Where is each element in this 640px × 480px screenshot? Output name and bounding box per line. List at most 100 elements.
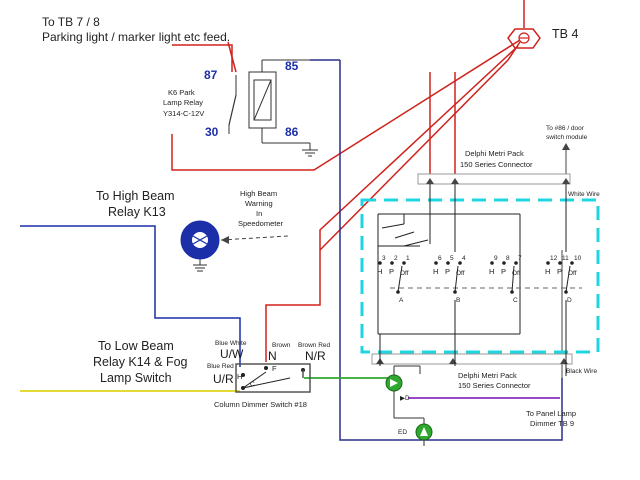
wire-color-blue-red: Blue Red: [207, 363, 234, 370]
connector-bottom: [371, 353, 573, 365]
black-wire-label: Black Wire: [566, 368, 597, 375]
relay-pin-86: 86: [285, 125, 299, 139]
switch-module-box: [360, 198, 600, 354]
switch-lever: [565, 265, 571, 293]
delphi-bot-1: Delphi Metri Pack: [458, 371, 517, 380]
hb-warning-2: Warning: [245, 199, 273, 208]
tb4-label: TB 4: [552, 27, 578, 41]
relay-name-3: Y314-C-12V: [163, 109, 204, 118]
switch-pos-p: P: [389, 267, 394, 276]
connector-top: [417, 173, 571, 185]
switch-internal-wiring: [377, 184, 582, 376]
wire-color-blue-white: Blue White: [215, 340, 247, 347]
switch-lever: [454, 265, 459, 293]
hb-warning-4: Speedometer: [238, 219, 284, 228]
switch-pin-dot: [378, 261, 382, 265]
relay-pin-30: 30: [205, 125, 219, 139]
switch-lever: [511, 265, 515, 293]
switch-pos-p: P: [501, 267, 506, 276]
high-beam-warning-lamp: [180, 220, 289, 272]
switch-common-dot: [453, 290, 457, 294]
switch-common-dot: [564, 290, 568, 294]
lamp-symbol-2: ED: [398, 429, 407, 436]
high-beam-label-1: To High Beam: [96, 189, 175, 203]
switch-pin-dot: [434, 261, 438, 265]
delphi-bot-2: 150 Series Connector: [458, 381, 531, 390]
switch-letter: A: [399, 297, 404, 304]
switch-pin-number: 9: [494, 255, 498, 262]
switch-pin-dot: [390, 261, 394, 265]
switch-pin-number: 6: [438, 255, 442, 262]
low-beam-label-1: To Low Beam: [98, 339, 174, 353]
panel-lamp-1: To Panel Lamp: [526, 409, 576, 418]
tb78-label-line1: To TB 7 / 8: [42, 15, 100, 29]
switch-pos-p: P: [445, 267, 450, 276]
switch-pin-number: 10: [574, 255, 582, 262]
switch-letter: D: [567, 297, 572, 304]
switch-pin-dot: [402, 261, 406, 265]
switch-pin-number: 7: [518, 255, 522, 262]
switch-pin-dot: [570, 261, 574, 265]
red-wires: [171, 39, 521, 362]
delphi-top-1: Delphi Metri Pack: [465, 149, 524, 158]
switch-pos-off: Off: [456, 270, 465, 277]
switch-pin-number: 4: [462, 255, 466, 262]
tb4-terminal: [507, 0, 541, 49]
park-lamp-relay: [227, 41, 340, 157]
dimmer-h: H: [237, 372, 242, 381]
white-wire-label: White Wire: [568, 191, 600, 198]
dimmer-switch-label: Column Dimmer Switch #18: [214, 400, 307, 409]
lamp-symbol-1: ▶D: [400, 395, 410, 402]
wire-color-brown-red: Brown Red: [298, 342, 331, 349]
switch-pin-number: 3: [382, 255, 386, 262]
switch-pos-h: H: [377, 267, 382, 276]
switch-common-dot: [510, 290, 514, 294]
switch-pin-dot: [514, 261, 518, 265]
switch-pos-h: H: [489, 267, 494, 276]
green-indicator-lamps: ▶D ED: [385, 365, 433, 446]
switch-pos-p: P: [557, 267, 562, 276]
switch-pin-dot: [546, 261, 550, 265]
dimmer-pin-ur: U/R: [213, 372, 234, 386]
dimmer-pin-uw: U/W: [220, 347, 244, 361]
hb-warning-3: In: [256, 209, 262, 218]
switch-pin-dot: [446, 261, 450, 265]
relay-pin-87: 87: [204, 68, 218, 82]
switch-pin-number: 5: [450, 255, 454, 262]
low-beam-label-2: Relay K14 & Fog: [93, 355, 188, 369]
switch-letter: C: [513, 297, 518, 304]
switch-pos-off: Off: [512, 270, 521, 277]
relay-name-1: K6 Park: [168, 88, 195, 97]
dimmer-pin-n: N: [268, 349, 277, 363]
delphi-top-2: 150 Series Connector: [460, 160, 533, 169]
switch-pin-number: 2: [394, 255, 398, 262]
switch-lever: [397, 265, 403, 293]
switch-common-dot: [396, 290, 400, 294]
door-module-arrow: [562, 143, 570, 176]
switch-pin-number: 1: [406, 255, 410, 262]
dimmer-c: C: [250, 381, 255, 388]
switch-letter: B: [456, 297, 460, 304]
column-dimmer-switch: [235, 363, 311, 393]
switch-pin-dot: [490, 261, 494, 265]
switch-pos-off: Off: [400, 270, 409, 277]
dimmer-pin-nr: N/R: [305, 349, 326, 363]
door-module-1: To #86 / door: [546, 125, 585, 132]
switch-pin-number: 8: [506, 255, 510, 262]
tb78-label-line2: Parking light / marker light etc feed.: [42, 30, 230, 44]
high-beam-label-2: Relay K13: [108, 205, 166, 219]
panel-lamp-2: Dimmer TB 9: [530, 419, 574, 428]
switch-pos-h: H: [545, 267, 550, 276]
switch-pos-h: H: [433, 267, 438, 276]
dimmer-f: F: [272, 364, 277, 373]
switch-pos-off: Off: [568, 270, 577, 277]
switch-pin-dot: [558, 261, 562, 265]
hb-warning-1: High Beam: [240, 189, 277, 198]
switch-pin-number: 12: [550, 255, 558, 262]
switch-pin-number: 11: [562, 255, 569, 262]
low-beam-label-3: Lamp Switch: [100, 371, 172, 385]
switch-pin-dot: [458, 261, 462, 265]
wire-color-brown: Brown: [272, 342, 291, 349]
